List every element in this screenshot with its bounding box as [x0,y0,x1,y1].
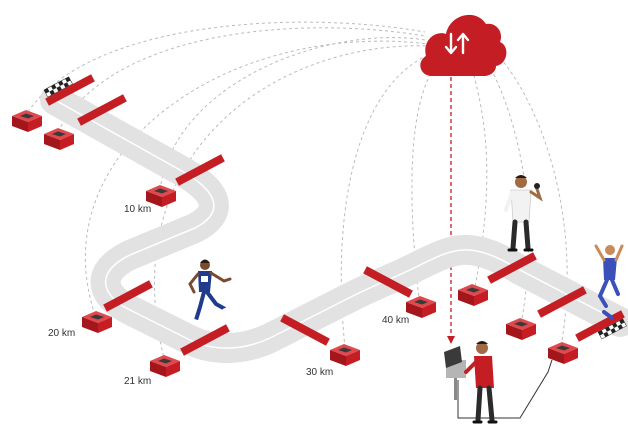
connection-line [469,59,488,293]
laptop-stand-leg [454,378,457,400]
timing-mat [537,286,587,318]
timing-mat [363,266,413,298]
timing-mat [175,154,225,186]
timing-decoder [330,344,360,366]
connection-line [57,27,426,133]
timing-mat [280,314,330,346]
timing-decoder [82,311,112,333]
connection-line [84,40,429,316]
connection-line [153,45,431,363]
timing-decoder [506,318,536,340]
timing-decoder [548,342,578,364]
runner-blue [188,259,232,324]
timing-operator [444,341,553,424]
timing-decoder [150,355,180,377]
track-outer [40,85,628,363]
checkpoint-label-20km: 20 km [48,328,76,339]
timing-mat [77,94,127,126]
checkpoint-label-40km: 40 km [382,315,410,326]
up-down-arrows-icon [444,32,470,55]
laptop-cable [457,359,553,419]
runner-finishing [594,244,624,320]
race-official [504,175,543,252]
timing-decoder [458,284,488,306]
stopwatch-icon [534,183,540,189]
connection-line [494,51,568,353]
finish-line-checkered [597,318,627,340]
timing-decoder [12,110,42,132]
checkpoint-label-21km: 21 km [124,376,152,387]
connection-line [27,21,426,113]
checkpoint-label-10km: 10 km [124,204,152,215]
timing-mat [487,252,537,284]
timing-decoder [406,296,436,318]
timing-mat [180,324,230,356]
race-track [40,85,628,363]
track-center-line [54,99,621,349]
checkpoint-label-30km: 30 km [306,367,334,378]
timing-mat [103,280,153,312]
start-line-checkered [43,76,73,98]
laptop-connection-arrowhead [447,336,455,344]
timing-decoder [44,128,74,150]
laptop-icon [444,346,462,368]
cloud-sync-icon [420,14,507,77]
timing-mat [45,74,95,106]
